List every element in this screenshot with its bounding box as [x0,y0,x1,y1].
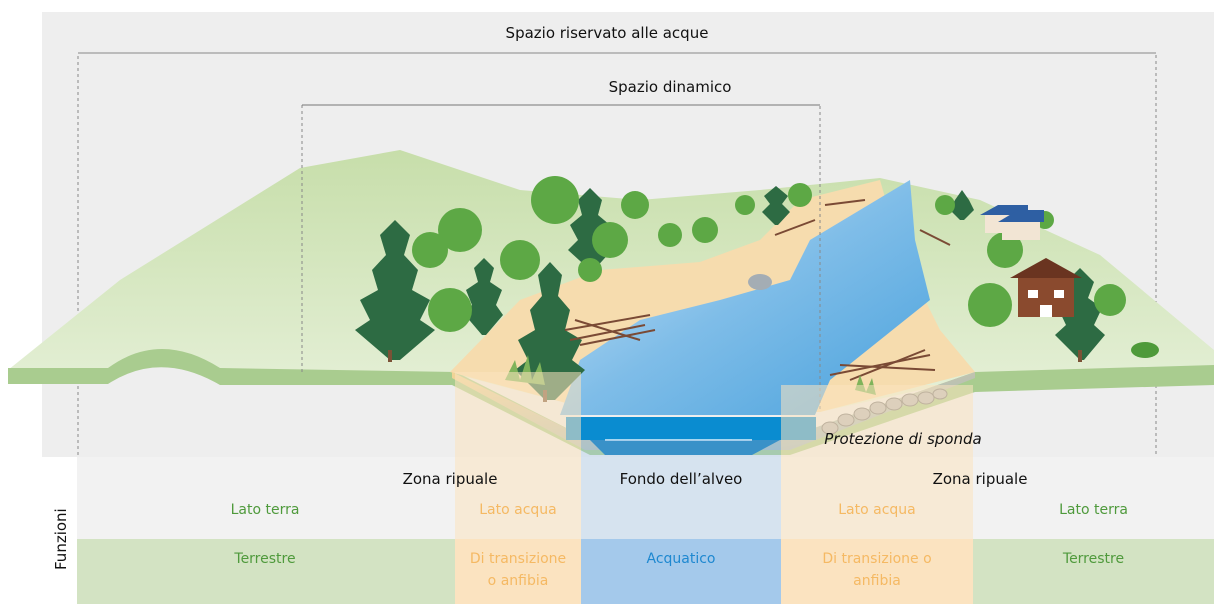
dynamic-space-title: Spazio dinamico [608,78,732,96]
rock [748,274,772,290]
river-surface [560,180,930,415]
zone-riparian-right: Zona ripuale [932,470,1028,488]
side-land-right: Lato terra [1059,502,1128,518]
driftwood [564,199,951,381]
zone-riverbed: Fondo dell’alveo [619,470,743,488]
function-terrestrial-left: Terrestre [234,551,296,567]
side-land-left: Lato terra [230,502,300,518]
function-transition-left-line2: o anfibia [487,573,549,589]
band-terrestrial-right [973,539,1214,604]
label-area [77,457,1214,539]
reserved-space-bracket [77,52,1157,455]
side-water-right: Lato acqua [838,502,916,518]
function-transition-right-line1: Di transizione o [822,551,932,567]
bank-protection-label: Protezione di sponda [824,430,982,448]
dynamic-space-bracket [301,104,821,410]
band-transition-left [455,539,581,604]
band-terrestrial-left [77,539,455,604]
band-transition-right [781,539,973,604]
reserved-space-title: Spazio riservato alle acque [505,24,709,42]
functions-axis-label: Funzioni [52,508,70,570]
channel-water [566,417,816,440]
ground-edge [8,349,1214,455]
zone-riparian-left: Zona ripuale [402,470,498,488]
trees [355,176,1126,402]
band-aquatic [581,539,781,604]
function-transition-left-line1: Di transizione [469,551,567,567]
function-terrestrial-right: Terrestre [1062,551,1125,567]
function-transition-right-line2: anfibia [853,573,901,589]
channel-bed [590,440,780,455]
function-aquatic: Acquatico [646,551,716,567]
houses [980,205,1082,317]
side-water-left: Lato acqua [479,502,557,518]
